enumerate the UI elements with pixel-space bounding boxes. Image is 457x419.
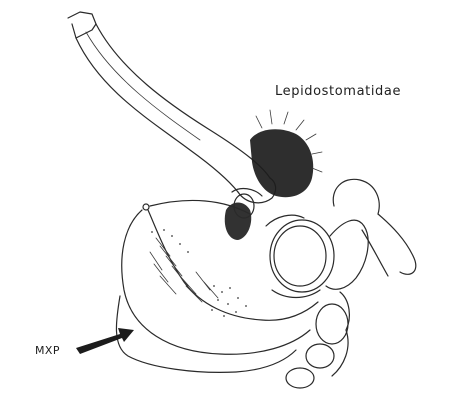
segmented-palp <box>286 304 348 388</box>
appendage-shaft <box>68 12 276 203</box>
mxp-arrow-icon <box>76 328 134 354</box>
stipple-texture <box>150 229 247 317</box>
mxp-label: MXP <box>35 344 60 357</box>
family-label: Lepidostomatidae <box>275 84 401 99</box>
maxilla-outline <box>116 200 318 372</box>
